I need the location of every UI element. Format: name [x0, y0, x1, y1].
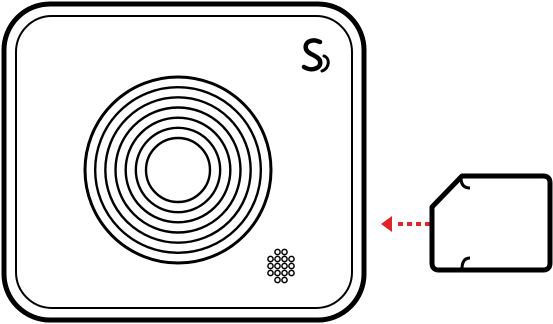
sd-card-icon	[432, 176, 550, 270]
dotted-arrow-left-icon	[381, 216, 430, 232]
